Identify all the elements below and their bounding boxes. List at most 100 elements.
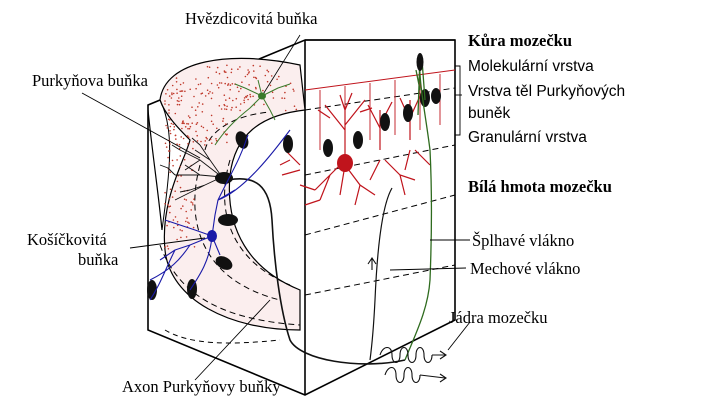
- purkinje-bodies-black-right: [323, 88, 441, 157]
- label-splhave: Šplhavé vlákno: [472, 231, 574, 250]
- speckle-dot: [168, 109, 170, 111]
- speckle-dot: [225, 99, 227, 101]
- speckle-dot: [165, 146, 168, 148]
- speckle-dot: [179, 155, 182, 157]
- speckle-dot: [293, 90, 295, 92]
- speckle-dot: [200, 125, 203, 128]
- speckle-dot: [180, 95, 183, 97]
- speckle-dot: [270, 75, 273, 77]
- speckle-dot: [207, 76, 210, 79]
- speckle-dot: [164, 191, 166, 194]
- speckle-dot: [172, 219, 175, 221]
- speckle-dot: [232, 99, 234, 102]
- speckle-dot: [248, 84, 250, 86]
- speckle-dot: [190, 201, 192, 203]
- speckle-dot: [168, 104, 170, 106]
- mossy-fiber: [369, 187, 393, 361]
- speckle-dot: [185, 220, 187, 223]
- speckle-dot: [208, 66, 211, 68]
- speckle-dot: [230, 109, 232, 111]
- speckle-dot: [243, 101, 246, 104]
- speckle-dot: [167, 156, 169, 159]
- speckle-dot: [206, 65, 209, 68]
- speckle-dot: [183, 198, 186, 200]
- speckle-dot: [169, 130, 171, 132]
- speckle-dot: [259, 65, 261, 67]
- speckle-dot: [206, 138, 208, 140]
- speckle-dot: [267, 70, 270, 73]
- speckle-dot: [229, 84, 232, 86]
- speckle-dot: [179, 165, 181, 168]
- speckle-dot: [195, 114, 197, 116]
- speckle-dot: [249, 93, 251, 96]
- speckle-dot: [171, 93, 173, 96]
- speckle-dot: [168, 95, 171, 97]
- speckle-dot: [243, 97, 246, 99]
- speckle-dot: [186, 122, 188, 125]
- purkinje-cell-left-dendrites: [159, 137, 223, 201]
- speckle-dot: [289, 82, 292, 85]
- speckle-dot: [196, 134, 198, 137]
- speckle-dot: [176, 143, 178, 145]
- speckle-dot: [175, 77, 178, 79]
- speckle-dot: [188, 127, 191, 130]
- speckle-dot: [183, 158, 186, 161]
- speckle-dot: [244, 75, 247, 78]
- speckle-dot: [176, 100, 179, 102]
- speckle-dot: [174, 216, 177, 218]
- speckle-dot: [216, 84, 219, 86]
- speckle-dot: [170, 122, 173, 125]
- speckle-dot: [183, 122, 185, 125]
- speckle-dot: [292, 88, 295, 91]
- speckle-dot: [204, 144, 206, 146]
- speckle-dot: [192, 204, 194, 206]
- speckle-dot: [235, 97, 238, 100]
- speckle-dot: [179, 83, 182, 86]
- speckle-dot: [174, 134, 177, 137]
- block-outline: [147, 39, 456, 396]
- speckle-dot: [191, 202, 194, 204]
- speckle-dot: [193, 198, 195, 200]
- speckle-dot: [169, 205, 172, 207]
- label-kosickovita-1: Košíčkovitá: [27, 230, 107, 249]
- speckle-dot: [179, 229, 181, 231]
- speckle-dot: [182, 137, 185, 140]
- speckle-dot: [198, 102, 200, 104]
- speckle-dot: [195, 130, 197, 133]
- speckle-dot: [238, 90, 240, 93]
- speckle-dot: [293, 105, 296, 107]
- label-granularni: Granulární vrstva: [468, 129, 587, 146]
- speckle-dot: [201, 92, 204, 94]
- speckle-dot: [272, 97, 275, 99]
- speckle-dot: [220, 108, 223, 110]
- speckle-dot: [252, 95, 254, 98]
- speckle-dot: [215, 138, 217, 140]
- speckle-dot: [195, 123, 198, 125]
- speckle-dot: [222, 120, 224, 122]
- speckle-dot: [239, 103, 242, 105]
- speckle-dot: [230, 68, 233, 70]
- speckle-dot: [179, 186, 182, 189]
- label-kura: Kůra mozečku: [468, 31, 572, 50]
- stellate-cell: [214, 34, 301, 146]
- label-hvezdicovita: Hvězdicovitá buňka: [185, 9, 318, 28]
- speckle-dot: [178, 147, 181, 150]
- speckle-dot: [229, 88, 231, 91]
- speckle-dot: [210, 97, 213, 100]
- speckle-dot: [181, 90, 184, 92]
- speckle-dot: [171, 196, 174, 198]
- speckle-dot: [169, 171, 171, 174]
- speckle-dot: [166, 245, 169, 247]
- speckle-dot: [206, 129, 208, 132]
- speckle-dot: [194, 109, 197, 111]
- speckle-dot: [284, 109, 287, 112]
- speckle-dot: [276, 78, 278, 81]
- speckle-dot: [205, 136, 207, 139]
- label-jadra: Jádra mozečku: [449, 308, 548, 327]
- speckle-dot: [180, 136, 182, 138]
- speckle-dot: [255, 87, 257, 90]
- speckle-dot: [175, 138, 177, 140]
- speckle-dot: [226, 133, 228, 136]
- speckle-dot: [284, 91, 286, 94]
- speckle-dot: [227, 83, 230, 85]
